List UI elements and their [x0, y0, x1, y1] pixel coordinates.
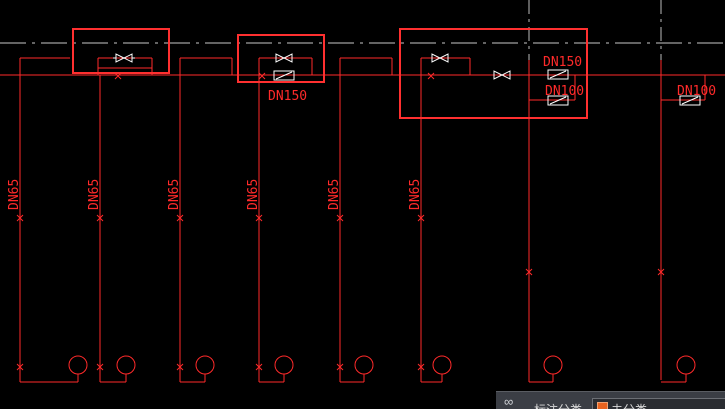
dn-label-branch-3: DN65 [167, 179, 182, 210]
valve-group-3[interactable] [420, 57, 576, 110]
outlet-fixtures [20, 355, 696, 383]
dn-label-branch-4: DN65 [246, 179, 261, 210]
highlight-boxes [72, 28, 588, 119]
highlight-box-3 [399, 28, 588, 119]
gate-valve-icon [431, 53, 569, 106]
gate-valve-icon [273, 53, 295, 81]
valve-group-2[interactable] [258, 57, 313, 75]
color-swatch [597, 402, 608, 409]
dn-label-main-1: DN150 [268, 89, 307, 104]
branch-size-labels: DN65 DN65 DN65 DN65 DN65 DN65 [7, 179, 423, 210]
dn-label-small-2: DN100 [677, 84, 716, 99]
main-header-pipe [0, 57, 725, 76]
highlight-box-1 [72, 28, 170, 74]
main-size-labels: DN150 DN150 DN100 DN100 [268, 55, 716, 104]
highlight-box-2 [237, 34, 325, 83]
color-name: 未分类 [611, 401, 647, 409]
check-valve-icon [679, 95, 701, 106]
branch-pipes [19, 75, 530, 382]
dn-label-branch-5: DN65 [327, 179, 342, 210]
dn-label-branch-6: DN65 [408, 179, 423, 210]
dn-label-branch-1: DN65 [7, 179, 22, 210]
color-dropdown[interactable]: 未分类 [592, 398, 725, 409]
link-icon[interactable]: ∞ [504, 394, 513, 409]
annotation-category-panel[interactable]: ∞ 标注分类 未分类 [496, 391, 725, 409]
panel-label: 标注分类 [534, 401, 582, 409]
valve-group-4[interactable] [660, 60, 706, 380]
dn-label-small-1: DN100 [545, 84, 584, 99]
dn-label-main-2: DN150 [543, 55, 582, 70]
dn-label-branch-2: DN65 [87, 179, 102, 210]
gate-valve-icon [113, 53, 135, 63]
